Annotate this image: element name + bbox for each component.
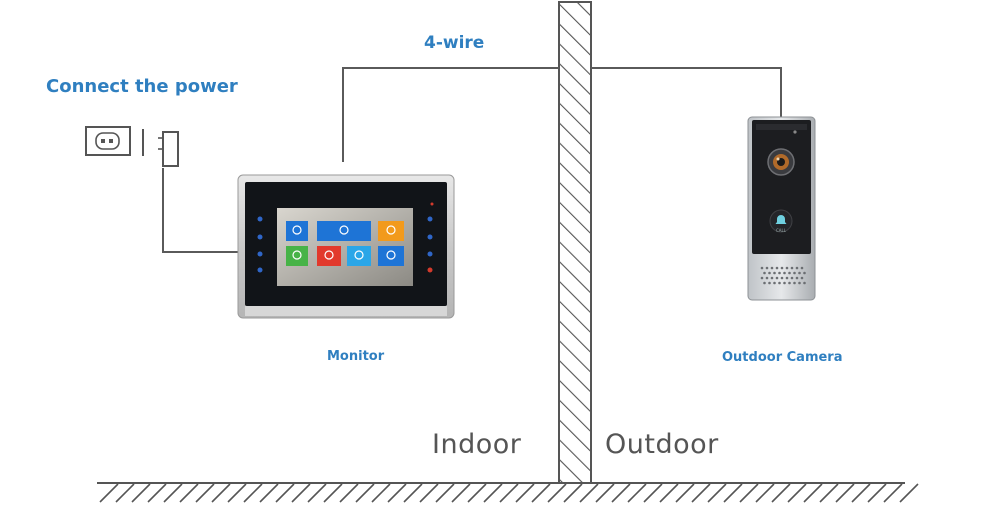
four-wire-cable xyxy=(342,67,782,162)
monitor-left-buttons xyxy=(257,216,263,273)
indoor-monitor xyxy=(237,174,455,319)
outdoor-camera: CALL xyxy=(747,116,816,301)
chat-tile xyxy=(378,246,404,266)
speaker-hole xyxy=(768,271,771,275)
gear-icon xyxy=(292,225,302,235)
camera-lens-icon xyxy=(767,148,795,176)
fan-tile xyxy=(347,246,371,266)
power-outlet-icon xyxy=(85,126,131,156)
gear-tile xyxy=(286,221,308,241)
speaker-hole xyxy=(788,271,791,275)
speaker-hole xyxy=(773,281,776,285)
speaker-hole xyxy=(770,276,774,280)
speaker-hole xyxy=(798,281,801,285)
speaker-hole xyxy=(778,281,781,285)
speaker-hole xyxy=(783,281,786,285)
fan-icon xyxy=(354,250,364,260)
speaker-hole xyxy=(760,266,764,270)
alarm-light-tile xyxy=(317,246,341,266)
speaker-hole xyxy=(763,271,766,275)
speaker-hole xyxy=(800,276,804,280)
speaker-hole xyxy=(785,266,789,270)
outdoor-label: Outdoor xyxy=(605,429,719,460)
speaker-hole xyxy=(765,276,769,280)
speaker-hole xyxy=(773,271,776,275)
speaker-hole xyxy=(795,276,799,280)
speaker-hole xyxy=(775,266,779,270)
speaker-hole xyxy=(793,271,796,275)
camera-icon xyxy=(386,225,396,235)
speaker-hole xyxy=(788,281,791,285)
speaker-hole xyxy=(785,276,789,280)
alarm-clock-icon xyxy=(339,225,349,235)
speaker-hole xyxy=(803,281,806,285)
speaker-hole xyxy=(778,271,781,275)
wall xyxy=(558,1,592,484)
speaker-hole xyxy=(793,281,796,285)
speaker-grille xyxy=(760,266,806,285)
speaker-hole xyxy=(800,266,804,270)
speaker-hole xyxy=(768,281,771,285)
chat-icon xyxy=(386,250,396,260)
power-cable xyxy=(162,168,240,253)
camera-tile xyxy=(378,221,404,241)
connect-power-label: Connect the power xyxy=(46,76,238,97)
speaker-hole xyxy=(790,266,794,270)
alarm-light-icon xyxy=(324,250,334,260)
outdoor-camera-label: Outdoor Camera xyxy=(722,350,843,365)
speaker-hole xyxy=(783,271,786,275)
speaker-hole xyxy=(763,281,766,285)
ground xyxy=(97,482,919,503)
call-text: CALL xyxy=(776,228,787,233)
power-plug-icon xyxy=(142,129,179,167)
speaker-hole xyxy=(795,266,799,270)
speaker-hole xyxy=(765,266,769,270)
speaker-hole xyxy=(760,276,764,280)
grid-icon xyxy=(292,250,302,260)
grid-tile xyxy=(286,246,308,266)
call-button-icon: CALL xyxy=(769,209,793,233)
monitor-label: Monitor xyxy=(327,349,385,364)
speaker-hole xyxy=(770,266,774,270)
speaker-hole xyxy=(803,271,806,275)
screen-tiles xyxy=(286,221,404,266)
speaker-hole xyxy=(775,276,779,280)
speaker-hole xyxy=(780,276,784,280)
speaker-hole xyxy=(798,271,801,275)
indoor-label: Indoor xyxy=(432,429,522,460)
monitor-right-buttons xyxy=(427,202,434,273)
speaker-hole xyxy=(790,276,794,280)
four-wire-label: 4-wire xyxy=(424,33,485,53)
alarm-clock-tile xyxy=(317,221,371,241)
speaker-hole xyxy=(780,266,784,270)
